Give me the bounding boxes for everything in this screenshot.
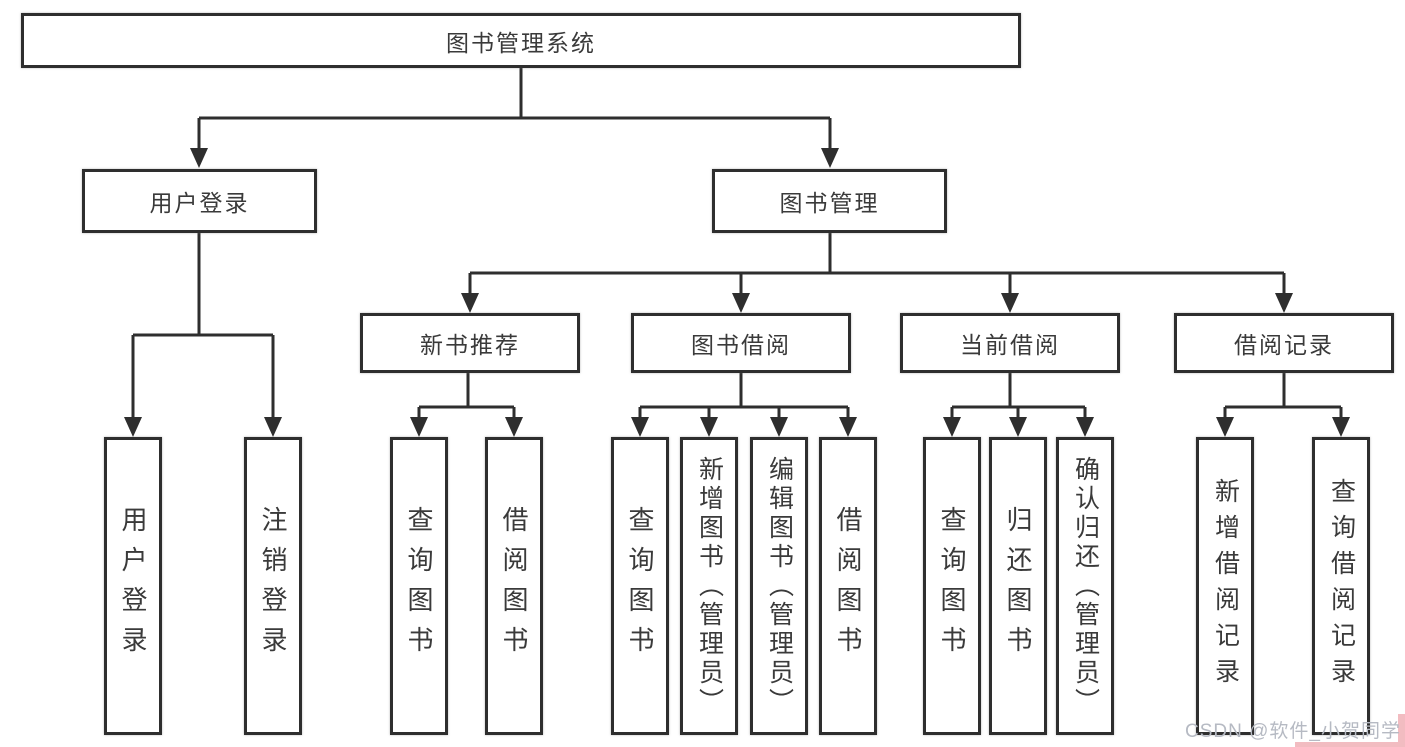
leaf-label: 编辑图书（管理员）	[765, 455, 794, 717]
leaf-label: 查询图书	[625, 506, 655, 666]
leaf-add-borrow-record: 新增借阅记录	[1196, 437, 1254, 735]
leaf-borrow-books: 借阅图书	[819, 437, 877, 735]
leaf-return-book: 归还图书	[989, 437, 1047, 735]
node-label: 借阅记录	[1234, 332, 1334, 358]
leaf-label: 确认归还（管理员）	[1071, 455, 1100, 717]
leaf-label: 新增图书（管理员）	[695, 455, 724, 717]
node-label: 用户登录	[149, 190, 250, 216]
leaf-label: 借阅图书	[499, 506, 529, 666]
leaf-label: 借阅图书	[833, 506, 863, 666]
arrowheads	[124, 148, 1350, 437]
leaf-query-books-current: 查询图书	[923, 437, 981, 735]
node-borrow-records: 借阅记录	[1174, 313, 1394, 373]
leaf-borrow-books-recommend: 借阅图书	[485, 437, 543, 735]
node-label: 图书管理	[779, 190, 880, 216]
leaf-label: 查询图书	[937, 506, 967, 666]
node-label: 当前借阅	[960, 332, 1060, 358]
csdn-watermark: CSDN @软件_小贺同学	[1185, 721, 1401, 742]
node-book-management: 图书管理	[712, 169, 947, 233]
node-book-borrow: 图书借阅	[631, 313, 851, 373]
leaf-label: 用户登录	[118, 506, 148, 666]
leaf-label: 归还图书	[1003, 506, 1033, 666]
leaf-label: 查询借阅记录	[1327, 478, 1356, 694]
leaf-logout: 注销登录	[244, 437, 302, 735]
leaf-edit-book-admin: 编辑图书（管理员）	[750, 437, 808, 735]
leaf-label: 新增借阅记录	[1211, 478, 1240, 694]
leaf-label: 查询图书	[404, 506, 434, 666]
watermark-accent-right	[1398, 714, 1405, 747]
leaf-add-book-admin: 新增图书（管理员）	[680, 437, 738, 735]
leaf-label: 注销登录	[258, 506, 288, 666]
node-label: 新书推荐	[420, 332, 520, 358]
leaf-user-login: 用户登录	[104, 437, 162, 735]
leaf-confirm-return-admin: 确认归还（管理员）	[1056, 437, 1114, 735]
node-user-login: 用户登录	[82, 169, 317, 233]
node-new-book-recommend: 新书推荐	[360, 313, 580, 373]
leaf-query-books-borrow: 查询图书	[611, 437, 669, 735]
node-current-borrow: 当前借阅	[900, 313, 1120, 373]
leaf-query-books-recommend: 查询图书	[390, 437, 448, 735]
leaf-query-borrow-record: 查询借阅记录	[1312, 437, 1370, 735]
node-label: 图书管理系统	[446, 29, 596, 56]
node-label: 图书借阅	[691, 332, 791, 358]
node-library-system: 图书管理系统	[21, 13, 1021, 68]
watermark-accent-bottom	[1295, 742, 1405, 747]
